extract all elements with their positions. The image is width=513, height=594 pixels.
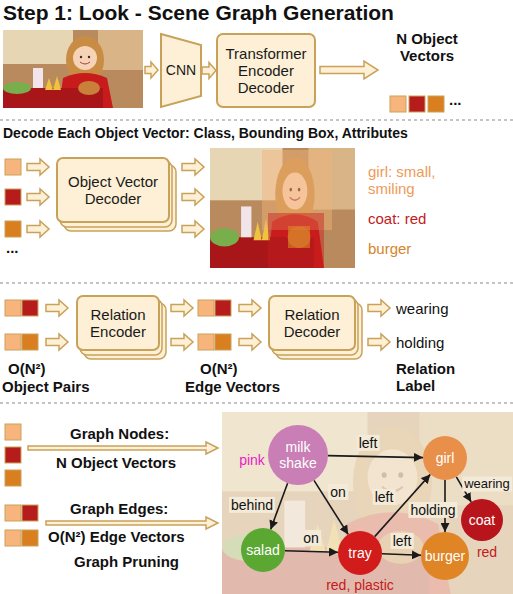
edge-label: left: [373, 489, 396, 505]
ellipsis: ...: [449, 91, 462, 108]
photo: [3, 30, 143, 108]
flow-connector: [202, 63, 216, 79]
box-label: Relation Decoder: [273, 306, 351, 341]
node-label: burger: [425, 548, 465, 564]
relation-label: wearing: [396, 300, 449, 317]
relation-edge: [314, 480, 348, 534]
trapezoid-shape: [161, 34, 201, 107]
diagram-title: Step 1: Look - Scene Graph Generation: [3, 1, 394, 25]
cnn-block: CNN: [160, 33, 202, 108]
attribute-label: pink: [239, 452, 265, 468]
node-circle-shape: [461, 499, 503, 541]
relation-label: holding: [396, 334, 444, 351]
object-vectors: [5, 159, 21, 237]
edge-label: on: [301, 530, 321, 546]
attribute-label: red: [477, 544, 497, 560]
attribute-label: coat: red: [368, 210, 426, 227]
decoder-box: Relation Decoder: [268, 295, 356, 351]
caption-label: Edge Vectors: [185, 378, 280, 395]
box-label: Relation Encoder: [81, 306, 155, 341]
arrow-label: Graph Nodes:: [70, 425, 169, 442]
graph-node: salad: [241, 528, 285, 572]
encoder-box: Relation Encoder: [76, 295, 160, 351]
caption-label: Relation Label: [396, 360, 468, 395]
node-label: tray: [348, 545, 371, 561]
node-circle-shape: [421, 532, 469, 580]
node-circle-shape: [338, 531, 382, 575]
graph-node: tray: [338, 531, 382, 575]
complexity-label: O(N²): [8, 360, 46, 377]
transformer-box: Transformer Encoder Decoder: [216, 33, 316, 108]
complexity-label: O(N²): [200, 360, 238, 377]
edge-label: left: [391, 533, 414, 549]
attribute-label: girl: small, smiling: [368, 163, 472, 198]
graph-node: coat: [461, 499, 503, 541]
object-vectors: [390, 96, 444, 112]
box-label: Transformer Encoder Decoder: [221, 45, 311, 97]
output-label: N Object Vectors: [381, 30, 473, 65]
node-label: salad: [246, 542, 279, 558]
ellipsis: ...: [6, 239, 19, 256]
flow-arrow: [46, 517, 218, 529]
relation-edge: [328, 456, 423, 458]
graph-node: burger: [421, 532, 469, 580]
arrow-label: N Object Vectors: [56, 454, 176, 471]
node-label: milk shake: [276, 439, 320, 471]
relation-edge: [382, 554, 421, 555]
relation-edge: [285, 551, 338, 553]
arrow-label: O(N²) Edge Vectors: [48, 528, 185, 545]
edge-label: wearing: [462, 477, 512, 492]
section-heading: Decode Each Object Vector: Class, Boundi…: [3, 125, 408, 141]
box-label: Object Vector Decoder: [61, 173, 165, 208]
edge-label: behind: [229, 497, 275, 513]
box-overlay: [288, 226, 310, 248]
separator: [0, 119, 513, 120]
flow-arrow: [145, 62, 158, 78]
edge-label: left: [357, 435, 380, 451]
node-circle-shape: [423, 436, 467, 480]
graph-node: milk shake: [268, 425, 328, 485]
faded-photo: [222, 412, 513, 594]
flow-arrow: [320, 61, 378, 79]
flow-arrow: [28, 442, 218, 454]
faded-photo-ground: [222, 412, 513, 594]
attribute-label: burger: [368, 240, 411, 257]
arrow-label: Graph Pruning: [74, 553, 179, 570]
node-label: girl: [436, 450, 455, 466]
node-circle-shape: [268, 425, 328, 485]
photo: [210, 148, 355, 268]
separator: [0, 402, 513, 403]
box-overlay: [268, 213, 324, 268]
graph-node: girl: [423, 436, 467, 480]
decoder-box: Object Vector Decoder: [56, 157, 170, 223]
separator: [0, 282, 513, 283]
caption-label: Object Pairs: [2, 378, 90, 395]
graph-vectors: [5, 424, 38, 546]
edge-label: holding: [408, 502, 457, 518]
box-label: CNN: [166, 62, 196, 78]
edge-label: on: [328, 484, 348, 500]
attribute-label: red, plastic: [326, 577, 394, 593]
node-label: coat: [469, 512, 495, 528]
node-circle-shape: [241, 528, 285, 572]
arrow-label: Graph Edges:: [70, 500, 168, 517]
